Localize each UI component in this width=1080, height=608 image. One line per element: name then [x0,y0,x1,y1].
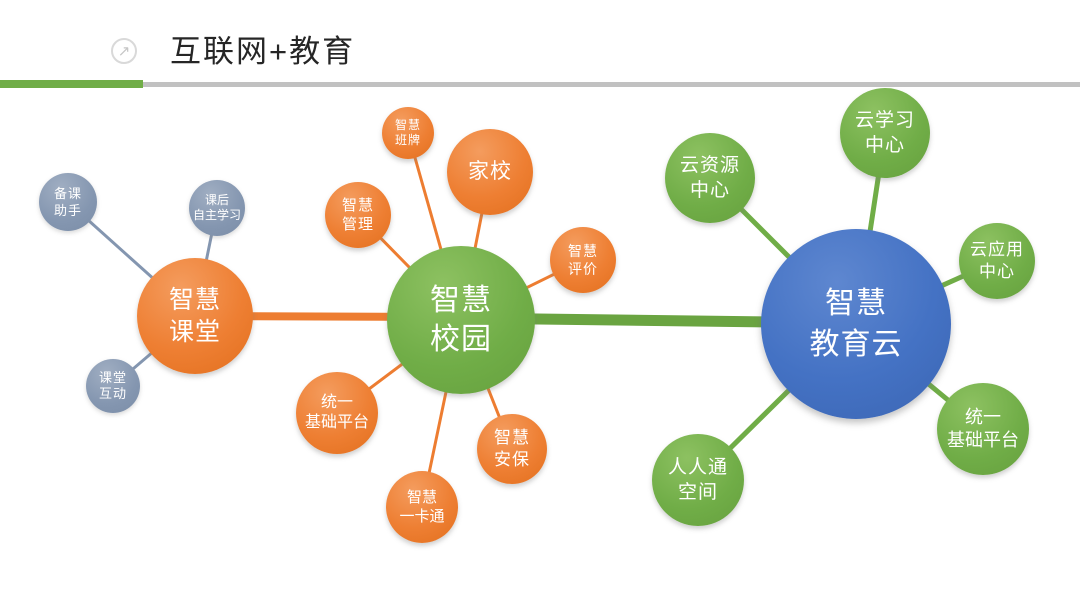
arrow-up-right-icon: ↗ [111,38,137,64]
node-label-line: 智慧 [394,118,421,132]
node-after-class-self-study: 课后 自主学习 [189,180,245,236]
node-label-line: 智慧 [168,286,221,314]
node-unified-platform-cloud: 统一 基础平台 [937,383,1029,475]
header-rule-accent [0,80,143,88]
node-label-line: 助手 [53,203,82,218]
node-label-line: 评价 [568,261,598,277]
node-label-line: 智慧 [341,197,374,214]
node-cloud-learning-center: 云学习 中心 [840,88,930,178]
node-label-line: 自主学习 [192,208,241,222]
node-label-line: 空间 [677,482,718,503]
hub-smart-campus: 智慧 校园 [387,246,535,394]
node-label-line: 中心 [689,180,730,201]
node-label-line: 课后 [204,193,229,207]
node-label-line: 智慧 [494,428,530,447]
hub-smart-classroom: 智慧 课堂 [137,258,253,374]
node-label-line: 云应用 [970,240,1024,259]
node-label-line: 云学习 [854,110,915,131]
node-label-line: 智慧 [568,243,598,259]
node-smart-security: 智慧 安保 [477,414,547,484]
node-lesson-prep-assistant: 备课 助手 [39,173,97,231]
node-label-line: 智慧 [825,287,887,320]
node-label-line: 班牌 [394,133,421,147]
hub-smart-education-cloud: 智慧 教育云 [761,229,951,419]
node-home-school: 家校 [447,129,533,215]
node-smart-class-board: 智慧 班牌 [382,107,434,159]
node-smart-management: 智慧 管理 [325,182,391,248]
node-cloud-resource-center: 云资源 中心 [665,133,755,223]
node-smart-evaluation: 智慧 评价 [550,227,616,293]
page-title: 互联网+教育 [170,34,356,69]
node-personal-learning-space: 人人通 空间 [652,434,744,526]
node-label-line: 云资源 [679,155,740,176]
header-rule [143,82,1080,87]
node-label-line: 一卡通 [399,508,445,525]
node-label-line: 智慧 [406,489,437,506]
node-label-line: 校园 [430,323,492,356]
node-label-line: 统一 [965,407,1001,427]
node-label-line: 家校 [468,160,512,183]
node-label-line: 备课 [53,186,82,201]
node-smart-one-card: 智慧 一卡通 [386,471,458,543]
node-classroom-interaction: 课堂 互动 [86,359,140,413]
node-label-line: 安保 [494,450,530,469]
node-label-line: 人人通 [667,457,728,478]
node-label-line: 互动 [98,386,127,401]
node-label-line: 基础平台 [947,430,1019,450]
node-label-line: 课堂 [98,370,127,385]
node-label-line: 教育云 [809,328,903,361]
node-label-line: 中心 [979,262,1015,281]
node-label-line: 课堂 [168,318,221,346]
node-label-line: 统一 [320,394,353,411]
node-unified-platform-campus: 统一 基础平台 [296,372,378,454]
node-label-line: 基础平台 [304,414,369,431]
node-label-line: 智慧 [430,284,492,317]
node-label-line: 中心 [864,135,905,156]
node-label-line: 管理 [341,216,374,233]
node-cloud-app-center: 云应用 中心 [959,223,1035,299]
